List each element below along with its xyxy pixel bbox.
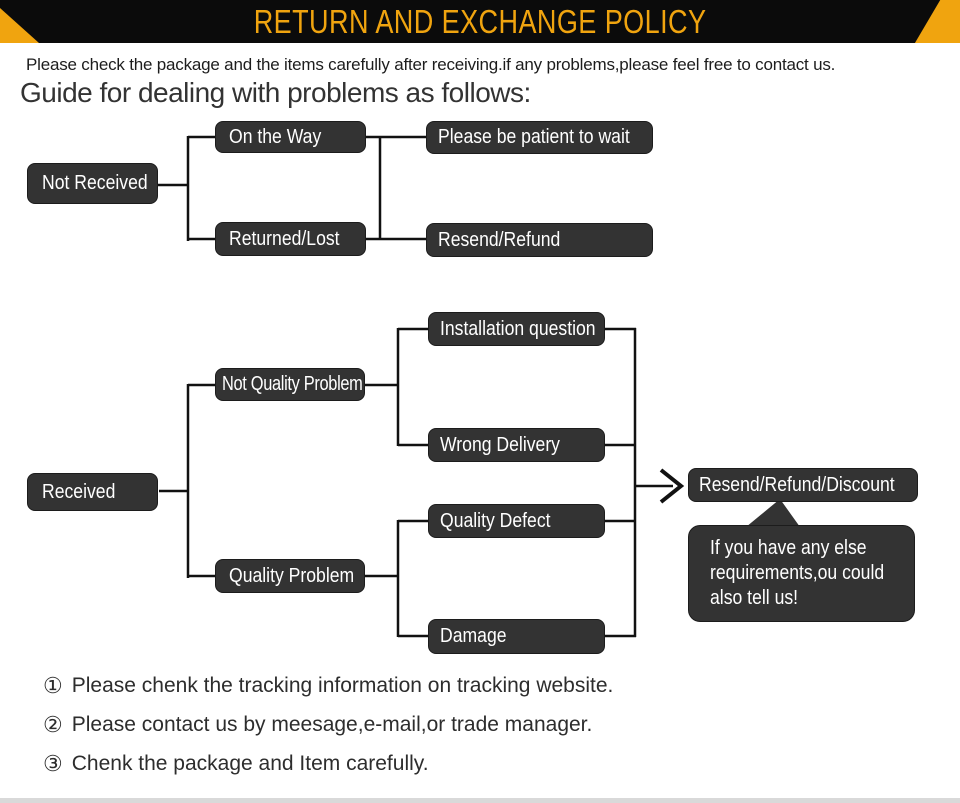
- title-banner: RETURN AND EXCHANGE POLICY: [0, 0, 960, 43]
- node-wrong-delivery: Wrong Delivery: [428, 428, 605, 462]
- footnote-item: ② Please contact us by meesage,e-mail,or…: [43, 712, 613, 737]
- speech-bubble-line: requirements,ou could: [710, 562, 885, 584]
- footnote-item: ① Please chenk the tracking information …: [43, 673, 614, 698]
- arrow-head-icon: [659, 468, 685, 504]
- guide-heading: Guide for dealing with problems as follo…: [20, 77, 531, 108]
- footnote-text: Please chenk the tracking information on…: [71, 674, 614, 697]
- circled-number-icon: ①: [43, 673, 63, 698]
- node-not-quality-problem: Not Quality Problem: [215, 368, 365, 401]
- node-installation-question: Installation question: [428, 312, 605, 346]
- node-quality-problem: Quality Problem: [215, 559, 365, 593]
- node-returned-lost: Returned/Lost: [215, 222, 366, 256]
- node-please-be-patient: Please be patient to wait: [426, 121, 653, 154]
- page-title-text: RETURN AND EXCHANGE POLICY: [253, 3, 707, 40]
- footnote-text: Chenk the package and Item carefully.: [71, 752, 429, 775]
- node-resend-refund-discount: Resend/Refund/Discount: [688, 468, 918, 502]
- intro-note: Please check the package and the items c…: [26, 55, 836, 74]
- speech-bubble-tail: [746, 499, 800, 527]
- page-title: RETURN AND EXCHANGE POLICY: [0, 0, 960, 43]
- bottom-divider: [0, 798, 960, 803]
- footnotes-list: ① Please chenk the tracking information …: [43, 673, 614, 791]
- node-quality-defect: Quality Defect: [428, 504, 605, 538]
- node-received: Received: [27, 473, 158, 511]
- node-damage: Damage: [428, 619, 605, 654]
- speech-bubble-line: also tell us!: [710, 587, 799, 609]
- speech-bubble: If you have any else requirements,ou cou…: [688, 525, 915, 622]
- node-on-the-way: On the Way: [215, 121, 366, 153]
- circled-number-icon: ③: [43, 751, 63, 776]
- footnote-item: ③ Chenk the package and Item carefully.: [43, 751, 613, 776]
- footnote-text: Please contact us by meesage,e-mail,or t…: [71, 713, 593, 736]
- node-not-received: Not Received: [27, 163, 158, 204]
- speech-bubble-line: If you have any else: [710, 537, 867, 559]
- circled-number-icon: ②: [43, 712, 63, 737]
- node-resend-refund: Resend/Refund: [426, 223, 653, 257]
